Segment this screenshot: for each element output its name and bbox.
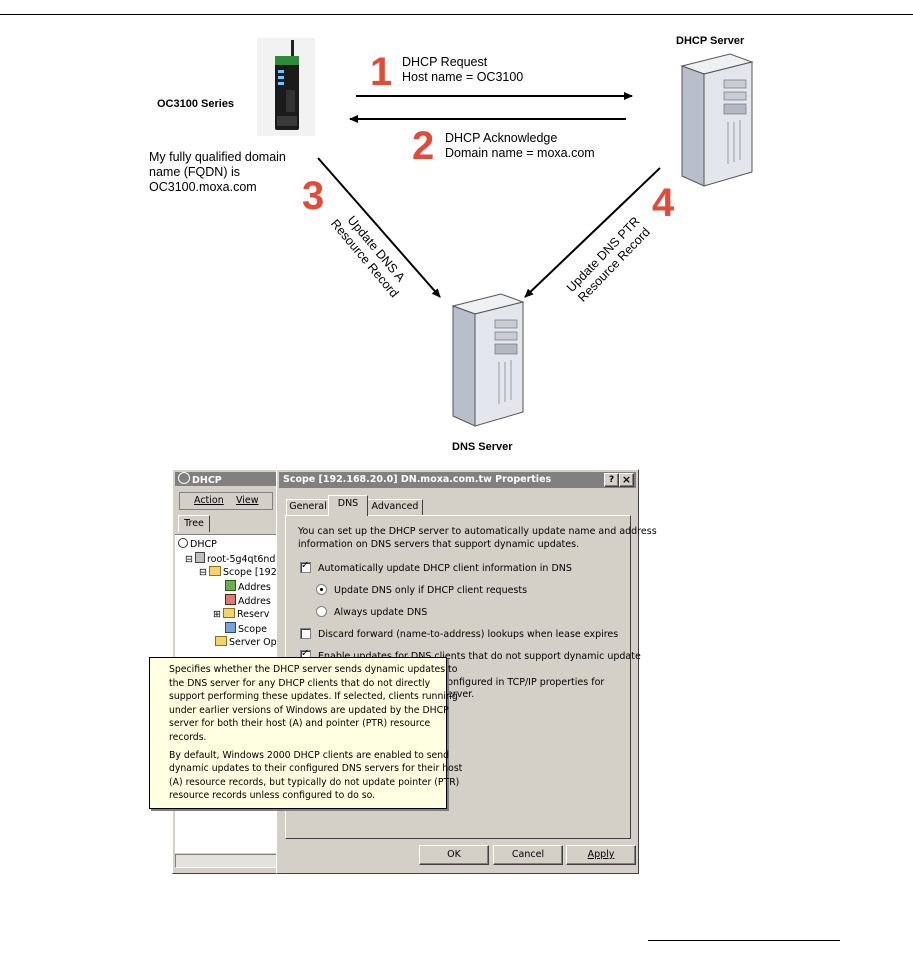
folder-icon bbox=[215, 636, 227, 646]
dhcp-screenshot: DHCP Action View Tree DHCP ⊟root-5g4qt6n… bbox=[149, 469, 657, 874]
update-only-label: Update DNS only if DHCP client requests bbox=[334, 585, 528, 596]
partial-description: configured in TCP/IP properties for serv… bbox=[442, 677, 605, 700]
device-label: OC3100 Series bbox=[157, 98, 235, 110]
address-leases-icon bbox=[225, 594, 236, 605]
discard-lookups-option[interactable]: Discard forward (name-to-address) lookup… bbox=[300, 628, 618, 640]
server-icon bbox=[194, 552, 205, 563]
close-button[interactable]: × bbox=[619, 473, 634, 487]
fqdn-text: My fully qualified domain name (FQDN) is… bbox=[149, 150, 286, 194]
mmc-menubar: Action View bbox=[179, 492, 273, 510]
header-rule bbox=[0, 14, 913, 15]
tab-panel: You can set up the DHCP server to automa… bbox=[285, 515, 657, 839]
auto-update-checkbox[interactable]: ✓ bbox=[300, 560, 311, 573]
arrow-dns-ptr-update bbox=[524, 167, 661, 298]
folder-icon bbox=[222, 608, 235, 618]
dhcp-icon bbox=[178, 538, 188, 548]
arrow-dns-a-update bbox=[317, 157, 441, 298]
dhcp-server-icon bbox=[672, 52, 762, 188]
dns-server-icon bbox=[443, 292, 533, 428]
cancel-button[interactable]: Cancel bbox=[493, 845, 563, 865]
horizontal-scrollbar[interactable] bbox=[175, 854, 277, 868]
always-update-radio[interactable] bbox=[316, 606, 327, 617]
dhcp-icon bbox=[178, 472, 190, 484]
tab-dns[interactable]: DNS bbox=[328, 495, 368, 516]
step-1-number: 1 bbox=[370, 50, 393, 94]
help-button[interactable]: ? bbox=[604, 473, 619, 487]
footer-rule bbox=[648, 940, 840, 941]
tab-tree[interactable]: Tree bbox=[178, 515, 210, 532]
always-update-option[interactable]: Always update DNS bbox=[316, 606, 427, 618]
update-only-if-requested-option[interactable]: Update DNS only if DHCP client requests bbox=[316, 584, 527, 596]
mmc-title: DHCP bbox=[192, 475, 222, 486]
tree-item-address-leases[interactable]: Addres bbox=[225, 594, 271, 609]
tree-item-dhcp[interactable]: DHCP bbox=[178, 538, 217, 552]
flow-arrows bbox=[317, 92, 661, 298]
oc3100-device-image bbox=[257, 38, 315, 136]
dns-intro-text: You can set up the DHCP server to automa… bbox=[298, 526, 657, 550]
step-1-text: DHCP Request Host name = OC3100 bbox=[402, 55, 524, 84]
step-2-number: 2 bbox=[412, 124, 435, 168]
options-icon bbox=[225, 622, 236, 633]
auto-update-label: Automatically update DHCP client informa… bbox=[318, 563, 572, 574]
tree-item-scope-options[interactable]: Scope bbox=[225, 622, 267, 637]
tree-item-scope[interactable]: ⊟Scope [192 bbox=[199, 566, 277, 578]
folder-icon bbox=[208, 566, 221, 576]
ok-button[interactable]: OK bbox=[419, 845, 489, 865]
help-tooltip: Specifies whether the DHCP server sends … bbox=[149, 657, 462, 809]
tab-advanced[interactable]: Advanced bbox=[367, 499, 423, 515]
apply-button[interactable]: Apply bbox=[566, 845, 636, 865]
step-4-number: 4 bbox=[652, 181, 675, 225]
dialog-title: Scope [192.168.20.0] DN.moxa.com.tw Prop… bbox=[283, 474, 552, 485]
auto-update-option[interactable]: ✓ Automatically update DHCP client infor… bbox=[300, 560, 572, 574]
dhcp-server-label: DHCP Server bbox=[676, 35, 745, 47]
step-3-number: 3 bbox=[302, 174, 325, 218]
dns-server-label: DNS Server bbox=[452, 441, 513, 453]
enable-updates-label: Enable updates for DNS clients that do n… bbox=[318, 651, 641, 662]
address-pool-icon bbox=[225, 580, 236, 591]
tree-item-reservations[interactable]: ⊞Reserv bbox=[213, 608, 270, 620]
tree-item-server[interactable]: ⊟root-5g4qt6nd bbox=[185, 552, 276, 565]
discard-lookups-label: Discard forward (name-to-address) lookup… bbox=[318, 629, 619, 640]
tree-item-address-pool[interactable]: Addres bbox=[225, 580, 271, 595]
menu-action[interactable]: Action bbox=[194, 495, 224, 506]
dialog-titlebar: Scope [192.168.20.0] DN.moxa.com.tw Prop… bbox=[279, 472, 636, 488]
tab-general[interactable]: General bbox=[286, 499, 330, 515]
tree-item-server-options[interactable]: Server Opt bbox=[213, 636, 280, 650]
menu-view[interactable]: View bbox=[236, 495, 259, 506]
step-2-text: DHCP Acknowledge Domain name = moxa.com bbox=[445, 131, 595, 160]
always-update-label: Always update DNS bbox=[334, 607, 428, 618]
update-only-radio[interactable] bbox=[316, 584, 327, 595]
discard-lookups-checkbox[interactable] bbox=[300, 628, 311, 639]
mmc-titlebar: DHCP bbox=[175, 472, 279, 486]
